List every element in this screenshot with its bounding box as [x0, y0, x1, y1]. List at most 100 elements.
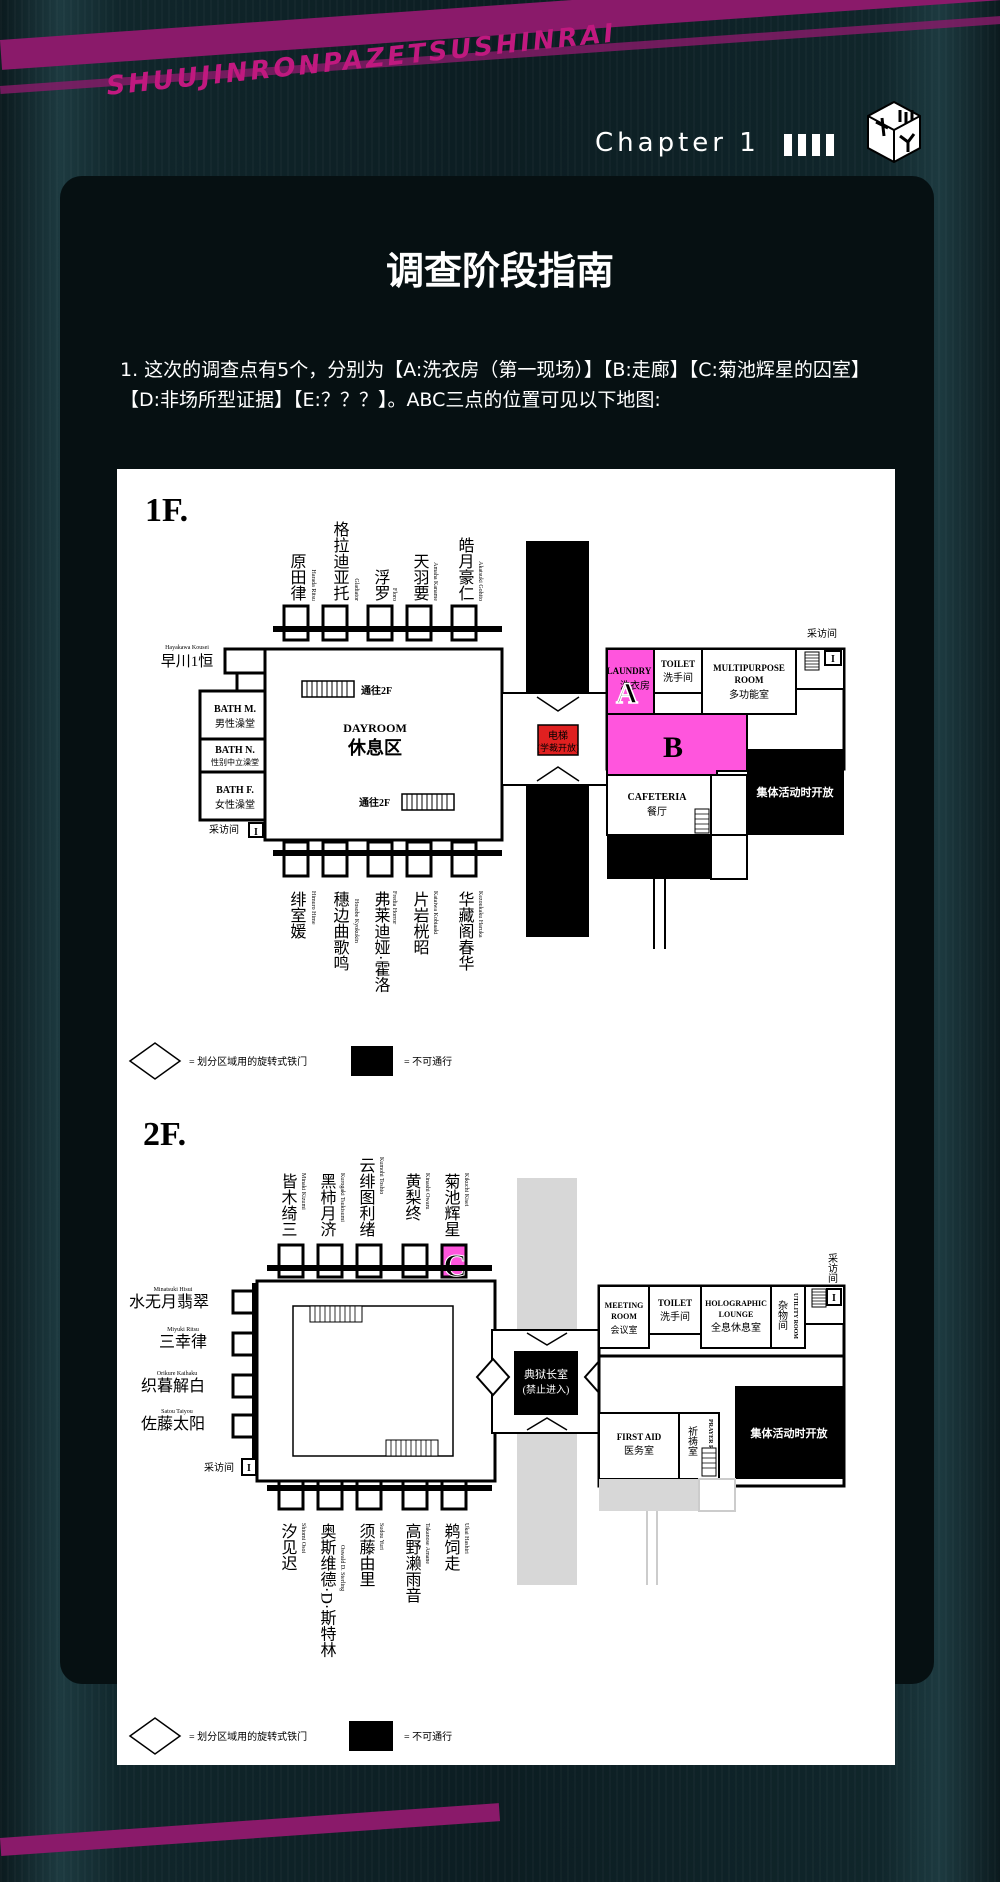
- room-label-en: Kataiwa Kobiaaki: [432, 891, 438, 935]
- cube-logo-icon: [867, 100, 921, 164]
- map-label: MEETING: [605, 1301, 644, 1310]
- room-label-en: Gladiator: [353, 578, 359, 601]
- map-label: BATH M.: [214, 704, 257, 715]
- legend-block-icon: [351, 1046, 393, 1076]
- room-label-en: Kumohi Toshio: [378, 1157, 384, 1194]
- legend-gate-icon: [128, 1042, 182, 1080]
- map-label: 男性澡堂: [215, 717, 255, 730]
- closed-area: [735, 1386, 844, 1479]
- room-label-en: Kinashi Owaru: [424, 1173, 430, 1210]
- legend-block-icon: [349, 1721, 393, 1751]
- blocked-corridor: [526, 785, 589, 937]
- floor1-label: 1F.: [145, 492, 188, 529]
- room-label: 黑柿月济: [318, 1173, 337, 1237]
- map-label: (学裁开放): [537, 742, 579, 753]
- room-label-en: Hayakawa Kousei: [165, 645, 209, 651]
- room-label-en: Kikuchi Kisei: [463, 1173, 469, 1207]
- map-label: MULTIPURPOSE: [713, 663, 785, 673]
- map-label: 洗手间: [660, 1310, 690, 1323]
- blocked-area: [607, 835, 711, 879]
- storage-label: 采访间: [209, 823, 239, 836]
- room-label-en: Minaki Kizumi: [300, 1173, 306, 1210]
- map-label: TOILET: [658, 1298, 692, 1308]
- room-label: 浮罗: [372, 569, 391, 601]
- room-label: 黄梨终: [403, 1173, 422, 1221]
- map-label: 休息区: [347, 737, 402, 758]
- map-label: PRAYER ROOM: [707, 1419, 713, 1465]
- room-label: 织暮解白: [141, 1377, 205, 1395]
- map-label: 女性澡堂: [215, 798, 255, 811]
- room-label: 水无月翡翠: [129, 1293, 209, 1311]
- intro-text: 1. 这次的调查点有5个，分别为【A:洗衣房（第一现场）】【B:走廊】【C:菊池…: [120, 359, 870, 411]
- room-label-en: Himuro Hime: [310, 891, 316, 925]
- map-label: 全息休息室: [711, 1321, 761, 1334]
- map-label: 洗衣房: [620, 679, 650, 692]
- room-label: 高野濑雨音: [403, 1523, 422, 1603]
- map-label: 洗手间: [663, 671, 693, 684]
- room-label-en: Shiomi Osoi: [300, 1523, 306, 1554]
- storage-label: 采访间: [826, 1253, 838, 1284]
- room-label-en: Fredia Horror: [391, 891, 397, 924]
- gate-icon: [475, 1357, 511, 1397]
- map-label: ROOM: [735, 675, 765, 685]
- room-label: 格拉迪亚托: [331, 521, 350, 601]
- floor1-top-rooms: [282, 604, 478, 642]
- room-label-en: Hosobe Kyokukin: [353, 899, 359, 943]
- map-label: 集体活动时开放: [756, 785, 835, 799]
- room-label: 菊池辉星: [442, 1173, 461, 1237]
- map-label: 医务室: [624, 1444, 654, 1457]
- map-label: 祈祷室: [686, 1426, 698, 1456]
- map-label: TOILET: [661, 659, 695, 669]
- chapter-label: Chapter 1: [595, 128, 760, 158]
- map-label: 电梯: [548, 729, 568, 742]
- storage-label: 采访间: [807, 627, 837, 640]
- room-label: 穗边曲歌鸣: [331, 891, 350, 971]
- room-label-en: Satou Taiyou: [161, 1409, 193, 1415]
- room-label-en: Orikure Kaihaku: [157, 1371, 198, 1377]
- closed-area: [747, 749, 844, 835]
- blocked-corridor: [526, 541, 589, 693]
- room-label-en: Akatsuki Gohito: [477, 561, 483, 601]
- map-label: HOLOGRAPHIC: [705, 1299, 767, 1308]
- room-label: 绯室媛: [288, 891, 307, 939]
- map-label: 餐厅: [647, 805, 667, 818]
- map-label: DAYROOM: [343, 721, 407, 735]
- map-label: ROOM: [611, 1312, 637, 1321]
- map-label: LAUNDRY: [607, 666, 652, 676]
- chapter-bars: [784, 134, 840, 161]
- map-label: I: [831, 654, 835, 665]
- map-label: 通往2F: [361, 684, 392, 697]
- room-label: 云绯图利绪: [357, 1157, 376, 1237]
- room-label: 皆木绮三: [279, 1173, 298, 1237]
- marker-a: A: [616, 677, 638, 710]
- map-label: 会议室: [610, 1324, 637, 1335]
- blocked-corridor: [517, 1433, 577, 1585]
- stairs-icon: [301, 680, 455, 811]
- room-label: 华藏阁春华: [456, 891, 475, 971]
- room-label-en: Kezoukaku Haruka: [477, 891, 483, 938]
- room-label: 汐见迟: [279, 1523, 298, 1571]
- stair-mark: I: [254, 827, 258, 838]
- room-label-en: Sudou Yuri: [378, 1523, 384, 1550]
- warden-room: [514, 1351, 578, 1415]
- room-label: 须藤由里: [357, 1523, 376, 1587]
- room-label: 原田律: [288, 553, 307, 601]
- page-title: 调查阶段指南: [385, 249, 614, 293]
- room-label-en: Takanose Amane: [424, 1523, 430, 1564]
- room-label: 鹈饲走: [442, 1523, 461, 1571]
- room-label-en: Harada Ritsu: [310, 570, 316, 602]
- room-label: 天羽要: [411, 553, 430, 602]
- map-label: 杂物间: [776, 1300, 788, 1331]
- room-label-en: Kurogaki Tsukisumi: [339, 1173, 345, 1222]
- map-label: 多功能室: [729, 688, 769, 701]
- room-label-en: Ukai Hashiri: [463, 1523, 469, 1554]
- map-label: BATH F.: [216, 785, 254, 796]
- map-label: 集体活动时开放: [750, 1426, 829, 1440]
- floor1-map: 1F. 原田律 Harada Ritsu 格拉迪亚托 Gladiator 浮罗 …: [117, 469, 895, 1093]
- room-label: 奥斯维德·D·斯特林: [318, 1523, 337, 1657]
- floor1-bottom-rooms: [282, 840, 478, 878]
- stairs-icon: [309, 1305, 439, 1457]
- legend-block-label: = 不可通行: [404, 1055, 452, 1068]
- room-label-en: Floro: [391, 588, 397, 601]
- room-label-en: Amaha Kaname: [432, 562, 438, 601]
